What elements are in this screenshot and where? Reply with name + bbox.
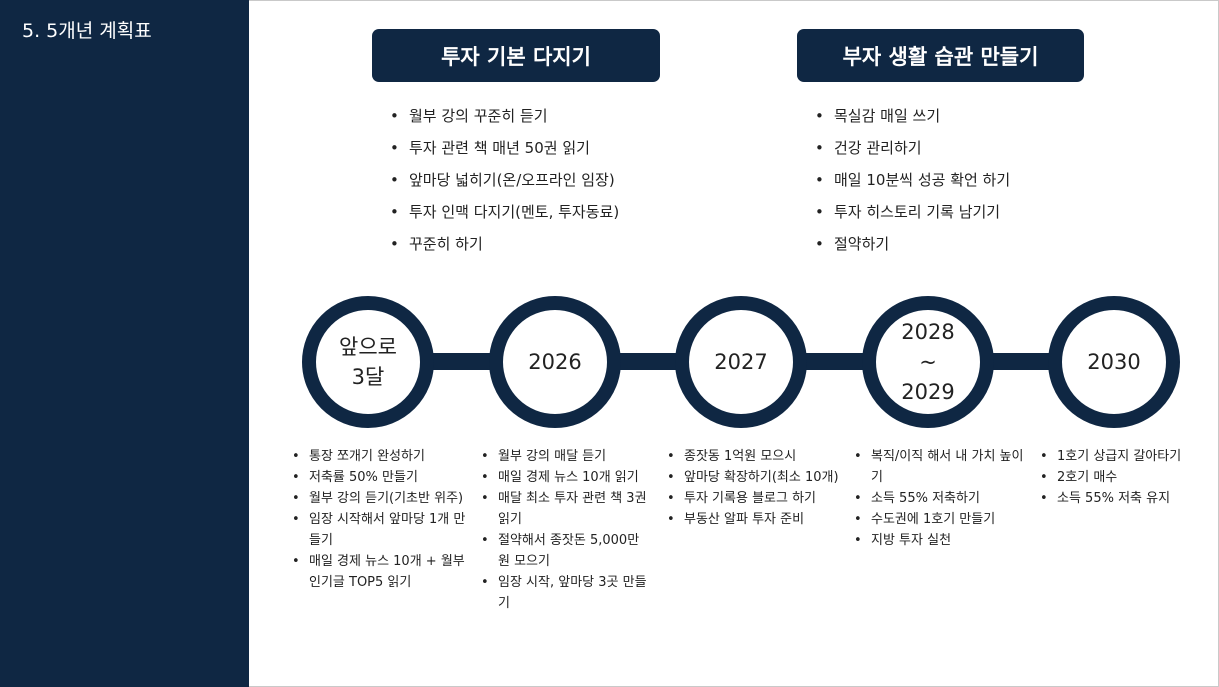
goal-item: 월부 강의 꾸준히 듣기: [390, 105, 619, 137]
plan-list-2027: 종잣동 1억원 모으시 앞마당 확장하기(최소 10개) 투자 기록용 블로그 …: [664, 446, 844, 530]
goal-item: 투자 히스토리 기록 남기기: [815, 201, 1010, 233]
milestone-label: 2027: [714, 350, 768, 374]
plan-item: 저축률 50% 만들기: [289, 467, 469, 488]
investment-goals-list: 월부 강의 꾸준히 듣기 투자 관련 책 매년 50권 읽기 앞마당 넓히기(온…: [390, 105, 619, 265]
milestone-label: ~: [919, 350, 937, 374]
milestone-label: 2026: [528, 350, 582, 374]
goal-item: 목실감 매일 쓰기: [815, 105, 1010, 137]
plan-list-2028-2029: 복직/이직 해서 내 가치 높이기 소득 55% 저축하기 수도권에 1호기 만…: [851, 446, 1026, 551]
milestone-2026: 2026: [489, 296, 621, 428]
plan-item: 매일 경제 뉴스 10개 + 월부 인기글 TOP5 읽기: [289, 551, 469, 593]
plan-item: 매일 경제 뉴스 10개 읽기: [478, 467, 648, 488]
milestone-2028-2029: 2028 ~ 2029: [862, 296, 994, 428]
plan-item: 투자 기록용 블로그 하기: [664, 488, 844, 509]
slide-title: 5. 5개년 계획표: [22, 20, 152, 42]
plan-item: 월부 강의 듣기(기초반 위주): [289, 488, 469, 509]
plan-item: 앞마당 확장하기(최소 10개): [664, 467, 844, 488]
plan-item: 월부 강의 매달 듣기: [478, 446, 648, 467]
habit-goals-list: 목실감 매일 쓰기 건강 관리하기 매일 10분씩 성공 확언 하기 투자 히스…: [815, 105, 1010, 265]
milestone-next-3-months: 앞으로 3달: [302, 296, 434, 428]
goal-item: 투자 인맥 다지기(멘토, 투자동료): [390, 201, 619, 233]
plan-item: 수도권에 1호기 만들기: [851, 509, 1026, 530]
goal-item: 매일 10분씩 성공 확언 하기: [815, 169, 1010, 201]
plan-list-2030: 1호기 상급지 갈아타기 2호기 매수 소득 55% 저축 유지: [1037, 446, 1212, 509]
milestone-2030: 2030: [1048, 296, 1180, 428]
milestone-label: 2028: [901, 320, 955, 344]
plan-item: 소득 55% 저축하기: [851, 488, 1026, 509]
plan-item: 복직/이직 해서 내 가치 높이기: [851, 446, 1026, 488]
plan-list-2026: 월부 강의 매달 듣기 매일 경제 뉴스 10개 읽기 매달 최소 투자 관련 …: [478, 446, 648, 614]
plan-list-next-3-months: 통장 쪼개기 완성하기 저축률 50% 만들기 월부 강의 듣기(기초반 위주)…: [289, 446, 469, 593]
milestone-label: 2030: [1087, 350, 1141, 374]
plan-item: 임장 시작, 앞마당 3곳 만들기: [478, 572, 648, 614]
milestone-label: 앞으로: [339, 335, 397, 359]
plan-item: 소득 55% 저축 유지: [1037, 488, 1212, 509]
plan-item: 부동산 알파 투자 준비: [664, 509, 844, 530]
plan-item: 매달 최소 투자 관련 책 3권 읽기: [478, 488, 648, 530]
header-wealth-habits: 부자 생활 습관 만들기: [797, 29, 1084, 82]
milestone-label: 3달: [351, 365, 385, 389]
plan-item: 2호기 매수: [1037, 467, 1212, 488]
goal-item: 꾸준히 하기: [390, 233, 619, 265]
goal-item: 투자 관련 책 매년 50권 읽기: [390, 137, 619, 169]
milestone-label: 2029: [901, 380, 955, 404]
plan-item: 통장 쪼개기 완성하기: [289, 446, 469, 467]
plan-item: 임장 시작해서 앞마당 1개 만들기: [289, 509, 469, 551]
milestone-2027: 2027: [675, 296, 807, 428]
plan-item: 1호기 상급지 갈아타기: [1037, 446, 1212, 467]
goal-item: 앞마당 넓히기(온/오프라인 임장): [390, 169, 619, 201]
header-investment-basics: 투자 기본 다지기: [372, 29, 660, 82]
goal-item: 절약하기: [815, 233, 1010, 265]
goal-item: 건강 관리하기: [815, 137, 1010, 169]
plan-item: 절약해서 종잣돈 5,000만원 모으기: [478, 530, 648, 572]
sidebar-panel: 5. 5개년 계획표: [0, 0, 249, 687]
header-wealth-habits-label: 부자 생활 습관 만들기: [842, 44, 1039, 69]
plan-item: 종잣동 1억원 모으시: [664, 446, 844, 467]
plan-item: 지방 투자 실천: [851, 530, 1026, 551]
header-investment-basics-label: 투자 기본 다지기: [441, 44, 591, 69]
